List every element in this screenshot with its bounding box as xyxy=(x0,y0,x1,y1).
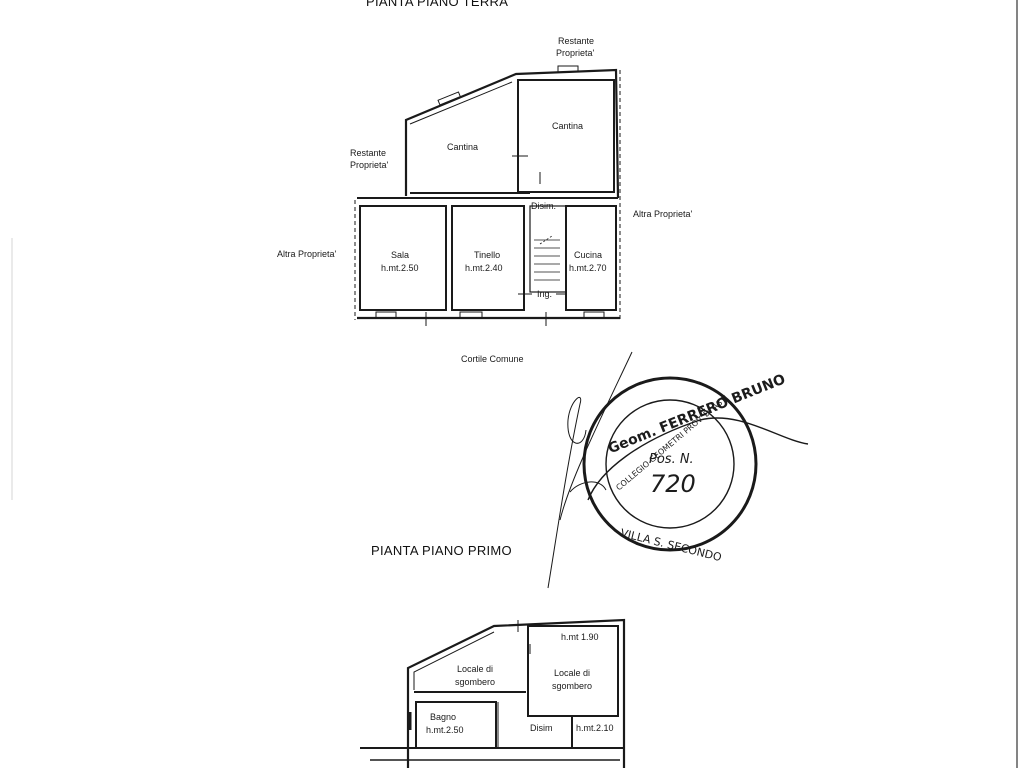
label-bagno-height: h.mt.2.50 xyxy=(426,725,464,735)
label-cantina-right: Cantina xyxy=(552,121,583,131)
label-locale-b-1: Locale di xyxy=(554,668,590,678)
window-top xyxy=(557,65,579,73)
label-sala: Sala xyxy=(391,250,409,260)
window-cucina xyxy=(583,311,605,319)
room-tinello xyxy=(451,205,525,311)
stamp-ring-text: Geom. FERRERO BRUNO xyxy=(606,371,788,457)
first-floor-title: PIANTA PIANO PRIMO xyxy=(371,543,512,558)
window-sala xyxy=(375,311,397,319)
signature-loop xyxy=(547,397,587,589)
label-ingresso: Ing. xyxy=(537,289,552,299)
stamp-inner-ring xyxy=(605,399,735,529)
label-restante-top-1: Restante xyxy=(558,36,594,46)
label-cucina: Cucina xyxy=(574,250,602,260)
label-locale-b-2: sgombero xyxy=(552,681,592,691)
ground-inner-wall-line xyxy=(409,81,513,125)
room-sala xyxy=(359,205,447,311)
label-h-top: h.mt 1.90 xyxy=(561,632,599,642)
signature-stroke xyxy=(587,417,809,501)
label-altra-left: Altra Proprieta' xyxy=(277,249,337,259)
label-restante-top-2: Proprieta' xyxy=(556,48,595,58)
stamp-outer-ring xyxy=(582,376,758,552)
ground-floor-plan xyxy=(354,65,621,326)
label-cucina-height: h.mt.2.70 xyxy=(569,263,607,273)
label-restante-left-1: Restante xyxy=(350,148,386,158)
window-tinello xyxy=(459,311,483,319)
stamp-number: 720 xyxy=(650,470,696,498)
label-h-right: h.mt.2.10 xyxy=(576,723,614,733)
label-tinello: Tinello xyxy=(474,250,500,260)
window-slanted xyxy=(437,91,461,106)
label-disim: Disim. xyxy=(531,201,556,211)
ground-outer-wall-upper xyxy=(404,68,620,199)
first-floor-plan xyxy=(360,618,626,768)
signature-stroke-2 xyxy=(559,351,633,521)
room-disimpegno xyxy=(529,205,567,293)
ground-floor-title: PIANTA PIANO TERRA xyxy=(366,0,508,9)
first-outer-wall xyxy=(406,618,626,768)
room-cantina-right xyxy=(517,79,615,193)
label-locale-a-2: sgombero xyxy=(455,677,495,687)
stair-symbol xyxy=(534,235,560,281)
label-tinello-height: h.mt.2.40 xyxy=(465,263,503,273)
label-locale-a-1: Locale di xyxy=(457,664,493,674)
geometra-stamp: Geom. FERRERO BRUNO COLLEGIO GEOMETRI PR… xyxy=(547,351,809,589)
label-cortile: Cortile Comune xyxy=(461,354,524,364)
first-inner-wall-slant xyxy=(413,631,495,690)
label-restante-left-2: Proprieta' xyxy=(350,160,389,170)
label-bagno: Bagno xyxy=(430,712,456,722)
label-sala-height: h.mt.2.50 xyxy=(381,263,419,273)
stamp-bottom-text: VILLA S. SECONDO xyxy=(619,526,723,564)
label-cantina-left: Cantina xyxy=(447,142,478,152)
label-disim-first: Disim xyxy=(530,723,553,733)
room-cucina xyxy=(565,205,617,311)
label-altra-right: Altra Proprieta' xyxy=(633,209,693,219)
signature-flourish xyxy=(569,481,607,493)
stamp-pos-label: Pos. N. xyxy=(649,452,694,467)
